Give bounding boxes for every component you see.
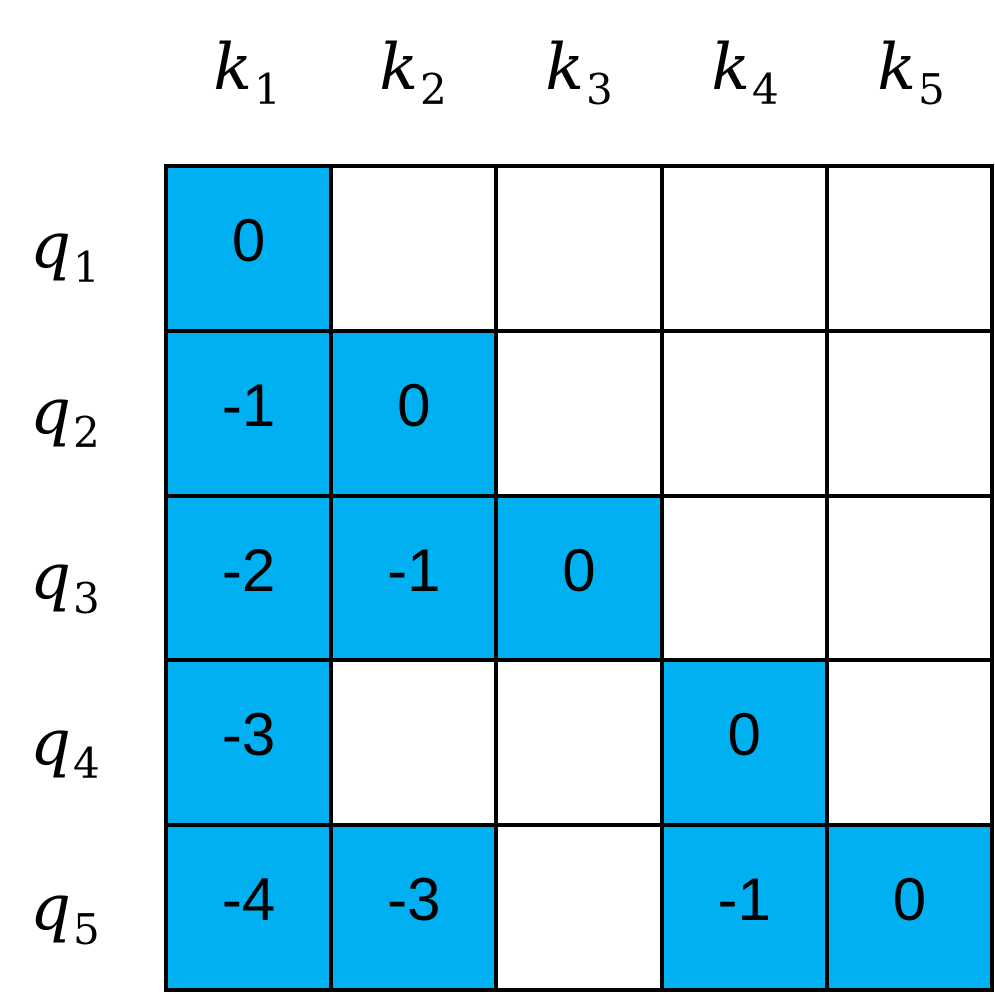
column-label-subscript: 2 bbox=[420, 64, 447, 114]
matrix-cell: 0 bbox=[498, 497, 660, 659]
matrix-cell bbox=[333, 662, 495, 824]
column-label-base: k bbox=[877, 31, 917, 105]
row-label-subscript: 2 bbox=[72, 408, 100, 458]
matrix-cell bbox=[828, 332, 990, 494]
column-label-base: k bbox=[545, 31, 585, 105]
row-label-base: q bbox=[30, 871, 71, 946]
row-label-1: q1 bbox=[30, 214, 140, 289]
column-label-subscript: 5 bbox=[918, 64, 945, 114]
matrix-cell bbox=[498, 332, 660, 494]
row-label-base: q bbox=[30, 540, 71, 615]
matrix-cell bbox=[828, 168, 990, 329]
column-label-base: k bbox=[711, 31, 751, 105]
column-label-base: k bbox=[379, 31, 419, 105]
column-label-3: k3 bbox=[496, 36, 662, 111]
matrix-cell: 0 bbox=[663, 662, 825, 824]
matrix-cell: -4 bbox=[168, 827, 330, 988]
matrix-cell: -3 bbox=[333, 827, 495, 988]
column-label-subscript: 4 bbox=[752, 64, 779, 114]
matrix-cell bbox=[663, 168, 825, 329]
matrix-cell: -1 bbox=[333, 497, 495, 659]
matrix-cell bbox=[498, 662, 660, 824]
column-label-base: k bbox=[213, 31, 253, 105]
column-label-2: k2 bbox=[330, 36, 496, 111]
matrix-cell: 0 bbox=[333, 332, 495, 494]
row-label-4: q4 bbox=[30, 711, 140, 786]
column-label-4: k4 bbox=[662, 36, 828, 111]
row-label-subscript: 5 bbox=[72, 905, 100, 955]
row-label-base: q bbox=[30, 705, 71, 780]
column-label-5: k5 bbox=[828, 36, 994, 111]
row-label-subscript: 4 bbox=[72, 739, 100, 789]
matrix-cell: 0 bbox=[828, 827, 990, 988]
row-label-base: q bbox=[30, 209, 71, 283]
matrix-cell bbox=[663, 332, 825, 494]
matrix-cell: -1 bbox=[663, 827, 825, 988]
matrix-cell: -3 bbox=[168, 662, 330, 824]
column-label-subscript: 3 bbox=[586, 64, 613, 114]
row-label-2: q2 bbox=[30, 380, 140, 455]
matrix-cell bbox=[333, 168, 495, 329]
matrix-cell bbox=[828, 662, 990, 824]
matrix-cell bbox=[828, 497, 990, 659]
matrix-cell bbox=[498, 827, 660, 988]
row-label-3: q3 bbox=[30, 545, 140, 620]
row-label-subscript: 1 bbox=[72, 242, 100, 292]
matrix-cell: -2 bbox=[168, 497, 330, 659]
matrix-cell bbox=[498, 168, 660, 329]
column-label-1: k1 bbox=[164, 36, 330, 111]
matrix-cell bbox=[663, 497, 825, 659]
matrix-cell: 0 bbox=[168, 168, 330, 329]
row-label-subscript: 3 bbox=[72, 573, 100, 623]
row-label-base: q bbox=[30, 374, 71, 449]
row-label-5: q5 bbox=[30, 876, 140, 951]
matrix-cell: -1 bbox=[168, 332, 330, 494]
column-label-subscript: 1 bbox=[254, 64, 281, 114]
